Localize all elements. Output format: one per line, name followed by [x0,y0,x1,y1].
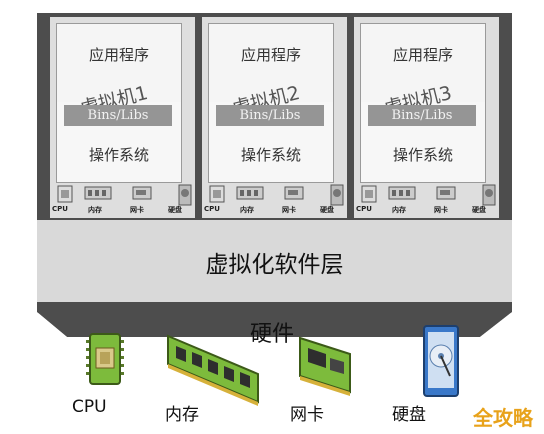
disk-icon [482,184,496,206]
vm-stack-2: 应用程序 虚拟机2 Bins/Libs 操作系统 [208,23,334,183]
disk-label: 硬盘 [472,206,486,214]
cpu-label: CPU [356,205,372,213]
watermark-text: 全攻略 [473,406,533,430]
bins-libs-label: Bins/Libs [64,105,172,126]
memory-label: 内存 [88,206,102,214]
hardware-memory-label: 内存 [165,405,199,425]
memory-module-icon [167,334,259,406]
virtualization-layer: 虚拟化软件层 [37,220,512,302]
vm-stack-3: 应用程序 虚拟机3 Bins/Libs 操作系统 [360,23,486,183]
disk-icon [178,184,192,206]
app-label: 应用程序 [88,46,149,64]
memory-icon [236,186,264,200]
nic-label: 网卡 [434,206,448,214]
vm-panel-2: 应用程序 虚拟机2 Bins/Libs 操作系统 CPU 内存 网卡 硬盘 [202,17,347,218]
memory-icon [388,186,416,200]
cpu-icon [209,185,225,203]
disk-label: 硬盘 [320,206,334,214]
disk-icon [330,184,344,206]
bins-libs-label: Bins/Libs [216,105,324,126]
nic-label: 网卡 [282,206,296,214]
hardware-trapezoid [37,300,512,337]
memory-label: 内存 [392,206,406,214]
cpu-label: CPU [204,205,220,213]
hardware-disk-label: 硬盘 [392,405,426,425]
nic-icon [132,186,152,200]
network-card-icon [299,336,351,396]
app-label: 应用程序 [240,46,301,64]
cpu-icon [361,185,377,203]
app-box [57,24,181,102]
app-box [361,24,485,102]
memory-icon [84,186,112,200]
os-label: 操作系统 [392,146,453,164]
vm-hardware-row: CPU 内存 网卡 硬盘 [354,182,499,216]
cpu-icon [57,185,73,203]
os-label: 操作系统 [88,146,149,164]
virtualization-layer-label: 虚拟化软件层 [205,252,344,278]
cpu-chip-icon [86,333,124,385]
hardware-layer-label: 硬件 [249,322,294,347]
vm-hardware-row: CPU 内存 网卡 硬盘 [202,182,347,216]
nic-icon [284,186,304,200]
cpu-label: CPU [52,205,68,213]
app-label: 应用程序 [392,46,453,64]
nic-label: 网卡 [130,206,144,214]
memory-label: 内存 [240,206,254,214]
vm-panel-3: 应用程序 虚拟机3 Bins/Libs 操作系统 CPU 内存 网卡 硬盘 [354,17,499,218]
disk-label: 硬盘 [168,206,182,214]
os-label: 操作系统 [240,146,301,164]
vm-stack-1: 应用程序 虚拟机1 Bins/Libs 操作系统 [56,23,182,183]
hard-disk-icon [423,325,459,397]
vm-hardware-row: CPU 内存 网卡 硬盘 [50,182,195,216]
bins-libs-label: Bins/Libs [368,105,476,126]
nic-icon [436,186,456,200]
hardware-nic-label: 网卡 [290,405,324,425]
vm-panel-1: 应用程序 虚拟机1 Bins/Libs 操作系统 CPU 内存 网卡 硬盘 [50,17,195,218]
hardware-cpu-label: CPU [72,397,107,417]
app-box [209,24,333,102]
